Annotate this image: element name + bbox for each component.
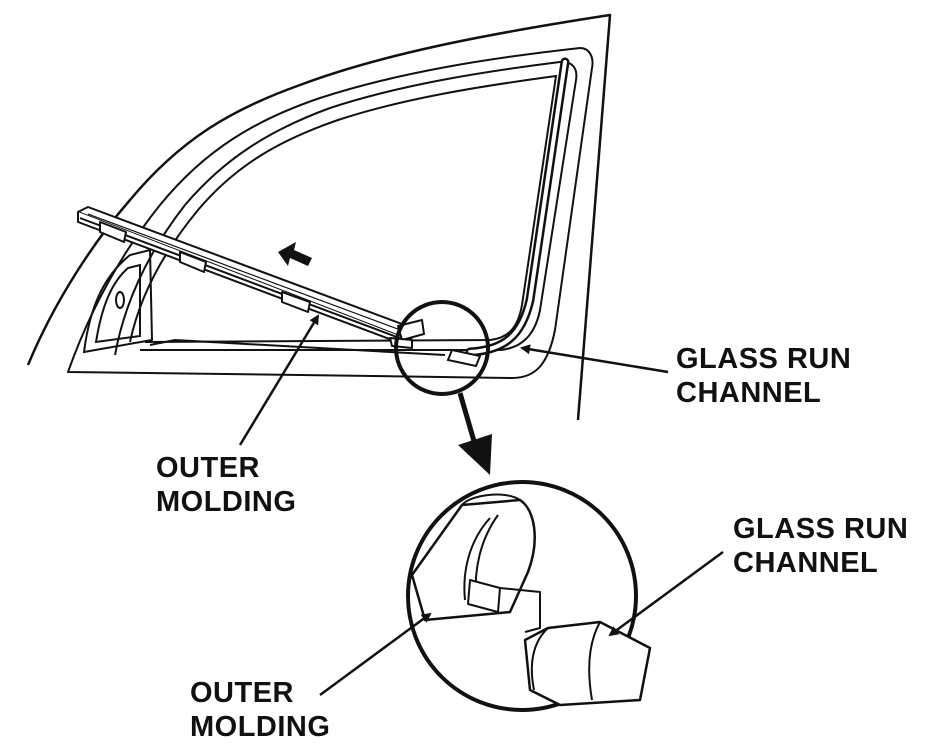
outer-molding-label: OUTER MOLDING [156,451,296,519]
leader-lines [238,314,724,697]
detail-glass-run-channel-label: GLASS RUN CHANNEL [733,512,908,580]
door-sill-line [149,338,446,356]
removal-direction-arrow-icon [278,242,312,266]
glass-run-channel [446,57,570,368]
glass-run-channel-label: GLASS RUN CHANNEL [676,342,851,410]
outer-molding-label-line1: OUTER [156,452,260,484]
outer-molding-strip [77,206,425,349]
detail-outer-molding-label-line2: MOLDING [190,711,331,743]
detail-outer-molding-label-line1: OUTER [190,677,294,709]
outer-molding-label-line2: MOLDING [156,486,297,518]
detail-outer-molding-label: OUTER MOLDING [190,676,330,744]
detail-pointer-arrow-icon [457,392,492,475]
detail-view [406,480,652,712]
quarter-glass [82,248,154,354]
glass-run-channel-label-line1: GLASS RUN [676,343,852,375]
detail-glass-run-channel-label-line1: GLASS RUN [733,513,909,545]
detail-callout-circle [394,300,490,396]
detail-glass-run-channel-label-line2: CHANNEL [733,547,879,579]
glass-run-channel-label-line2: CHANNEL [676,377,822,409]
